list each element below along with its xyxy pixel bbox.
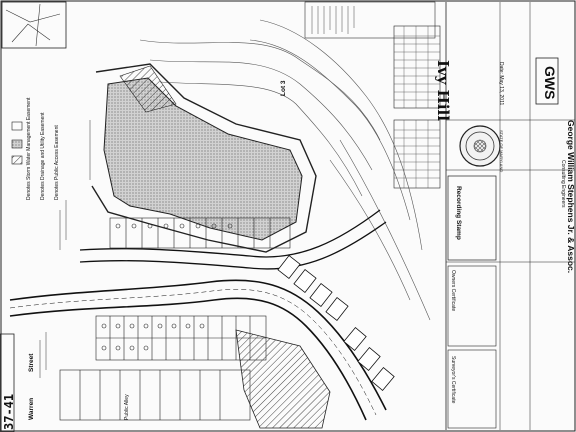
lot-markers — [101, 223, 233, 351]
legend-text-1: Denotes Storm Water Management Easement — [26, 97, 32, 200]
state-seal — [459, 125, 501, 167]
public-alley-label: Public Alley — [124, 394, 130, 420]
surveyors-certificate-label: Surveyor's Certificate — [450, 356, 456, 404]
seal-text: STATE OF MARYLAND — [499, 130, 504, 173]
line-table — [393, 25, 441, 109]
plat-date: Date: May 13, 2011 — [498, 62, 504, 106]
upper-lots — [109, 217, 291, 249]
access-strip — [119, 65, 177, 113]
legend-text-3: Denotes Public Access Easement — [54, 125, 60, 200]
main-road — [9, 279, 387, 421]
consultant-name: George William Stephens Jr. & Assoc. — [566, 120, 576, 274]
page-ref-box — [0, 333, 15, 432]
consultant-subtitle: Consulting Engineers — [560, 160, 566, 208]
building-pads — [277, 255, 395, 391]
alley-lots — [59, 369, 251, 421]
gws-logo: GWS — [542, 66, 558, 100]
lot-label: Lot 3 — [280, 80, 287, 96]
recording-stamp-box — [447, 175, 497, 429]
title-block — [445, 2, 575, 430]
project-title: Ivy Hill — [434, 60, 452, 121]
upper-road — [79, 209, 387, 270]
legend — [11, 121, 23, 165]
left-annotations — [39, 120, 91, 378]
curve-table — [393, 119, 441, 189]
vicinity-map — [1, 1, 67, 49]
street-warren-label: Warren — [28, 397, 35, 420]
lower-lots — [95, 315, 267, 361]
street-label: Street — [28, 353, 35, 372]
page-reference: 37-41 — [2, 393, 16, 430]
owners-certificate-label: Owners Certificate — [450, 270, 456, 312]
drainage-easement-area — [235, 329, 331, 429]
legend-text-2: Denotes Drainage and Utility Easement — [40, 112, 46, 200]
easement-boundary — [91, 63, 317, 253]
swm-easement-area — [103, 77, 303, 241]
general-notes — [304, 1, 436, 39]
recording-stamp-label: Recording Stamp — [455, 186, 462, 240]
